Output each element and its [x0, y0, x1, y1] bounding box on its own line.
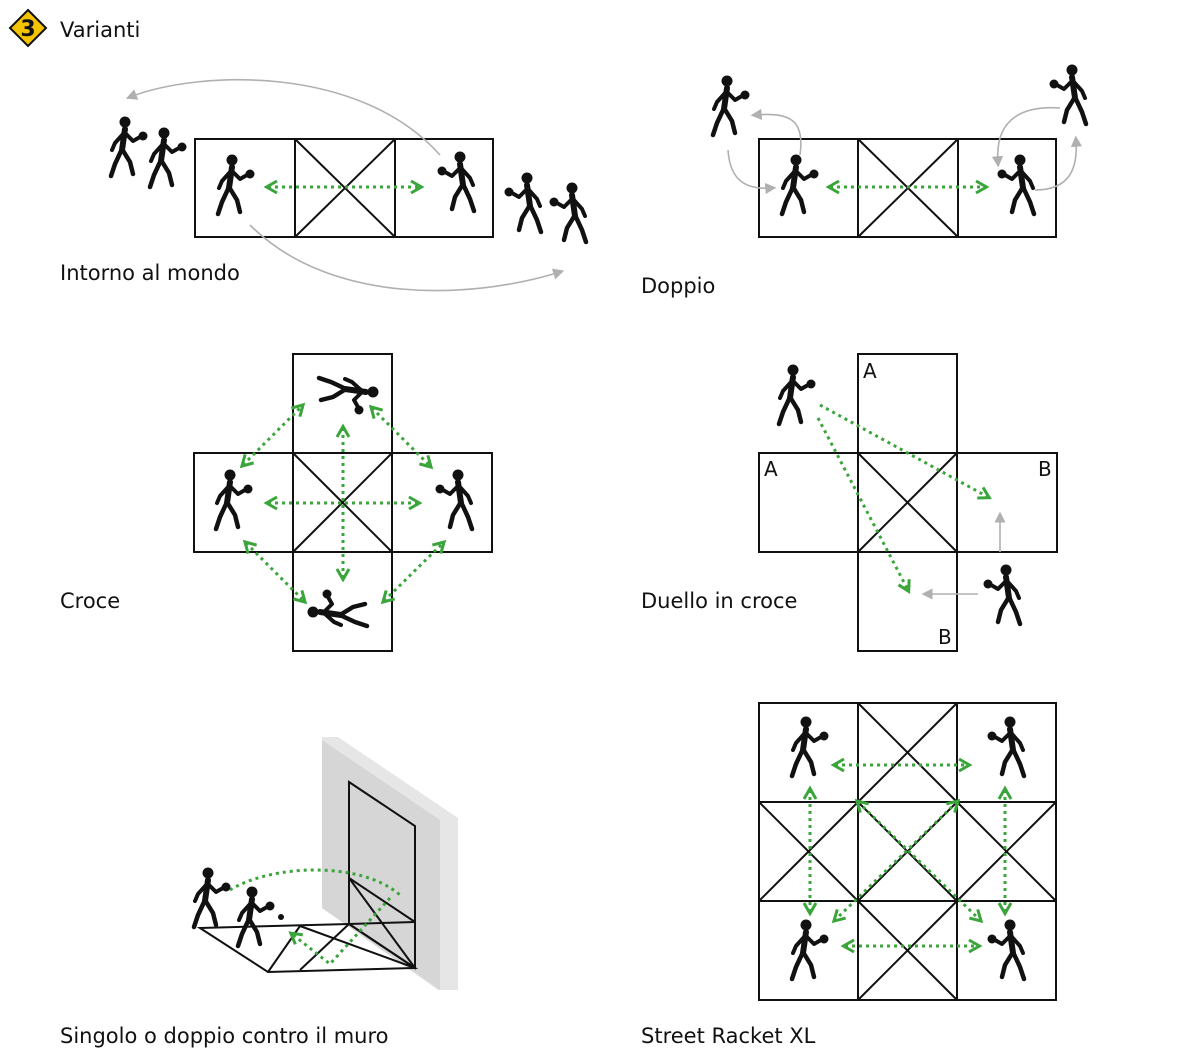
variant-caption: Doppio: [641, 274, 715, 298]
variant-caption: Singolo o doppio contro il muro: [60, 1024, 389, 1048]
player-figure: [988, 717, 1025, 777]
rotation-arrow-top: [125, 78, 441, 156]
badge-diamond-icon: [8, 8, 48, 48]
player-figure: [1050, 65, 1087, 125]
player-figure: [779, 365, 816, 425]
badge-number: 3: [20, 17, 35, 42]
rotation-arrow: [991, 106, 1061, 168]
header: 3 Varianti: [8, 8, 140, 48]
player-figure: [438, 152, 475, 212]
cell-label-b: B: [938, 625, 952, 649]
cell-label-a: A: [764, 457, 778, 481]
ball-icon: [278, 914, 284, 920]
court-grid: [193, 353, 493, 652]
rotation-arrow: [750, 108, 802, 156]
variant-intorno-al-mondo: Intorno al mondo: [60, 78, 587, 292]
player-figure: [550, 183, 587, 243]
player-figure: [713, 76, 750, 136]
variant-caption: Duello in croce: [641, 589, 797, 613]
player-figure: [792, 920, 829, 980]
variant-caption: Croce: [60, 589, 120, 613]
player-figure: [319, 378, 379, 415]
player-figure: [238, 887, 275, 947]
player-figure: [436, 470, 473, 530]
ball-trajectory: [288, 896, 392, 967]
variant-caption: Street Racket XL: [641, 1024, 816, 1048]
player-figure: [111, 117, 148, 177]
rotation-arrow: [727, 149, 777, 195]
player-figure: [194, 868, 231, 928]
player-figure: [792, 717, 829, 777]
player-figure: [216, 470, 253, 530]
variant-street-racket-xl: Street Racket XL: [641, 702, 1057, 1048]
player-figure: [988, 920, 1025, 980]
player-figure: [218, 155, 255, 215]
rotation-arrow: [1034, 135, 1083, 191]
rotation-arrow-bottom: [249, 224, 565, 292]
page-title: Varianti: [60, 18, 140, 42]
cell-label-b: B: [1038, 457, 1052, 481]
player-figure: [150, 128, 187, 188]
court-grid: [194, 138, 494, 238]
player-figure: [998, 155, 1035, 215]
player-figure: [308, 590, 368, 627]
player-figure: [782, 155, 819, 215]
variant-duello-in-croce: A A B B Duello in croce: [641, 353, 1058, 652]
shot-arrows: [816, 403, 992, 595]
variant-croce: Croce: [60, 353, 493, 652]
variant-caption: Intorno al mondo: [60, 261, 240, 285]
wall-face: [322, 740, 440, 990]
variant-doppio: Doppio: [641, 65, 1087, 298]
variant-muro: Singolo o doppio contro il muro: [60, 737, 458, 1048]
player-figure: [984, 565, 1021, 625]
rally-arrows: [802, 757, 1013, 954]
player-figure: [505, 173, 542, 233]
cell-label-a: A: [863, 359, 877, 383]
wall-court-lines: [196, 780, 419, 974]
